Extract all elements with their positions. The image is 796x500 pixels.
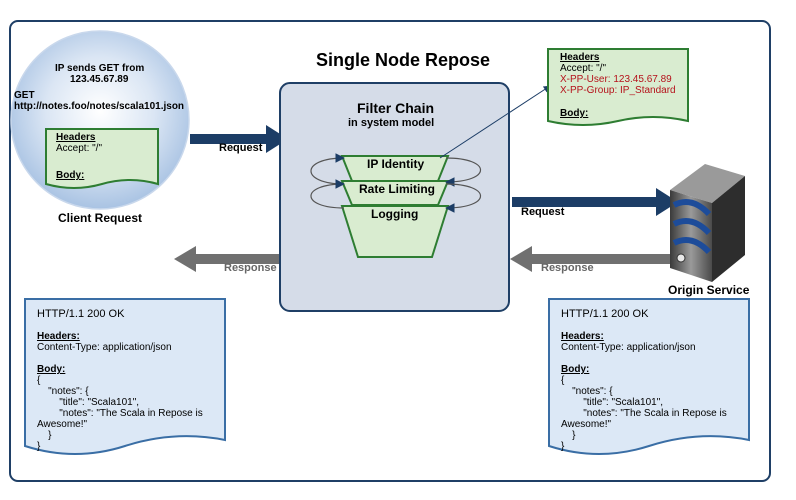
request-arrow-right (512, 188, 678, 216)
client-headers-title: Headers (56, 132, 96, 143)
filter-loop-arrows-left (310, 153, 345, 209)
added-group-header: X-PP-Group: IP_Standard (560, 85, 676, 96)
response-left-content-type: Content-Type: application/json (37, 342, 172, 353)
response-right-body-line: } (561, 441, 565, 452)
added-accept-header: Accept: "/" (560, 63, 607, 74)
response-left-body-line: } (37, 430, 52, 441)
response-left-body-line: "notes": { (37, 386, 89, 397)
filter-loop-arrows-right (445, 157, 481, 213)
filter-chain-subtitle: in system model (348, 117, 435, 129)
client-url: http://notes.foo/notes/scala101.json (14, 101, 185, 112)
filter-chain-title: Filter Chain (357, 100, 435, 116)
filter-label-logging: Logging (371, 207, 419, 221)
response-left-body-line: Awesome!" (37, 419, 88, 430)
filter-chain-shapes (340, 155, 450, 258)
response-arrow-left (174, 246, 280, 272)
response-right-body-line: } (561, 430, 576, 441)
client-accept-header: Accept: "/" (56, 143, 103, 154)
added-headers-note (547, 48, 689, 126)
server-icon (670, 164, 745, 282)
response-right-body-line: "title": "Scala101", (561, 397, 664, 408)
request-label-right: Request (521, 206, 565, 218)
response-right-body-line: { (561, 375, 565, 386)
response-left-status: HTTP/1.1 200 OK (37, 308, 125, 320)
diagram-title: Single Node Repose (316, 50, 491, 70)
response-left-body-line: "title": "Scala101", (37, 397, 140, 408)
request-label-left: Request (219, 142, 263, 154)
response-right-body-line: "notes": "The Scala in Repose is (561, 408, 727, 419)
filter-label-ip-identity: IP Identity (367, 157, 425, 171)
origin-service-caption: Origin Service (668, 283, 750, 297)
response-right-body-line: "notes": { (561, 386, 613, 397)
response-right-body-line: Awesome!" (561, 419, 612, 430)
response-document-left (24, 298, 226, 455)
response-document-right (548, 298, 750, 455)
response-arrow-right (510, 246, 672, 272)
ip-identity-pointer (439, 85, 551, 159)
client-headers-note (45, 128, 159, 189)
response-label-left: Response (224, 262, 277, 274)
response-right-content-type: Content-Type: application/json (561, 342, 696, 353)
filter-logging (340, 205, 450, 258)
client-line-2: 123.45.67.89 (70, 74, 129, 85)
response-left-body-title: Body: (37, 364, 66, 375)
client-body-title: Body: (56, 170, 85, 181)
added-user-header: X-PP-User: 123.45.67.89 (560, 74, 672, 85)
response-right-headers-title: Headers: (561, 331, 604, 342)
added-body-title: Body: (560, 108, 589, 119)
response-left-headers-title: Headers: (37, 331, 80, 342)
response-right-status: HTTP/1.1 200 OK (561, 308, 649, 320)
response-left-body-line: } (37, 441, 41, 452)
added-headers-title: Headers (560, 52, 600, 63)
filter-label-rate-limiting: Rate Limiting (359, 182, 436, 196)
response-left-body-line: { (37, 375, 41, 386)
response-left-body-line: "notes": "The Scala in Repose is (37, 408, 203, 419)
request-arrow-left (190, 125, 288, 153)
response-label-right: Response (541, 262, 594, 274)
client-request-caption: Client Request (58, 211, 143, 225)
client-line-1: IP sends GET from (55, 63, 145, 74)
client-get-label: GET (14, 90, 35, 101)
response-right-body-title: Body: (561, 364, 590, 375)
